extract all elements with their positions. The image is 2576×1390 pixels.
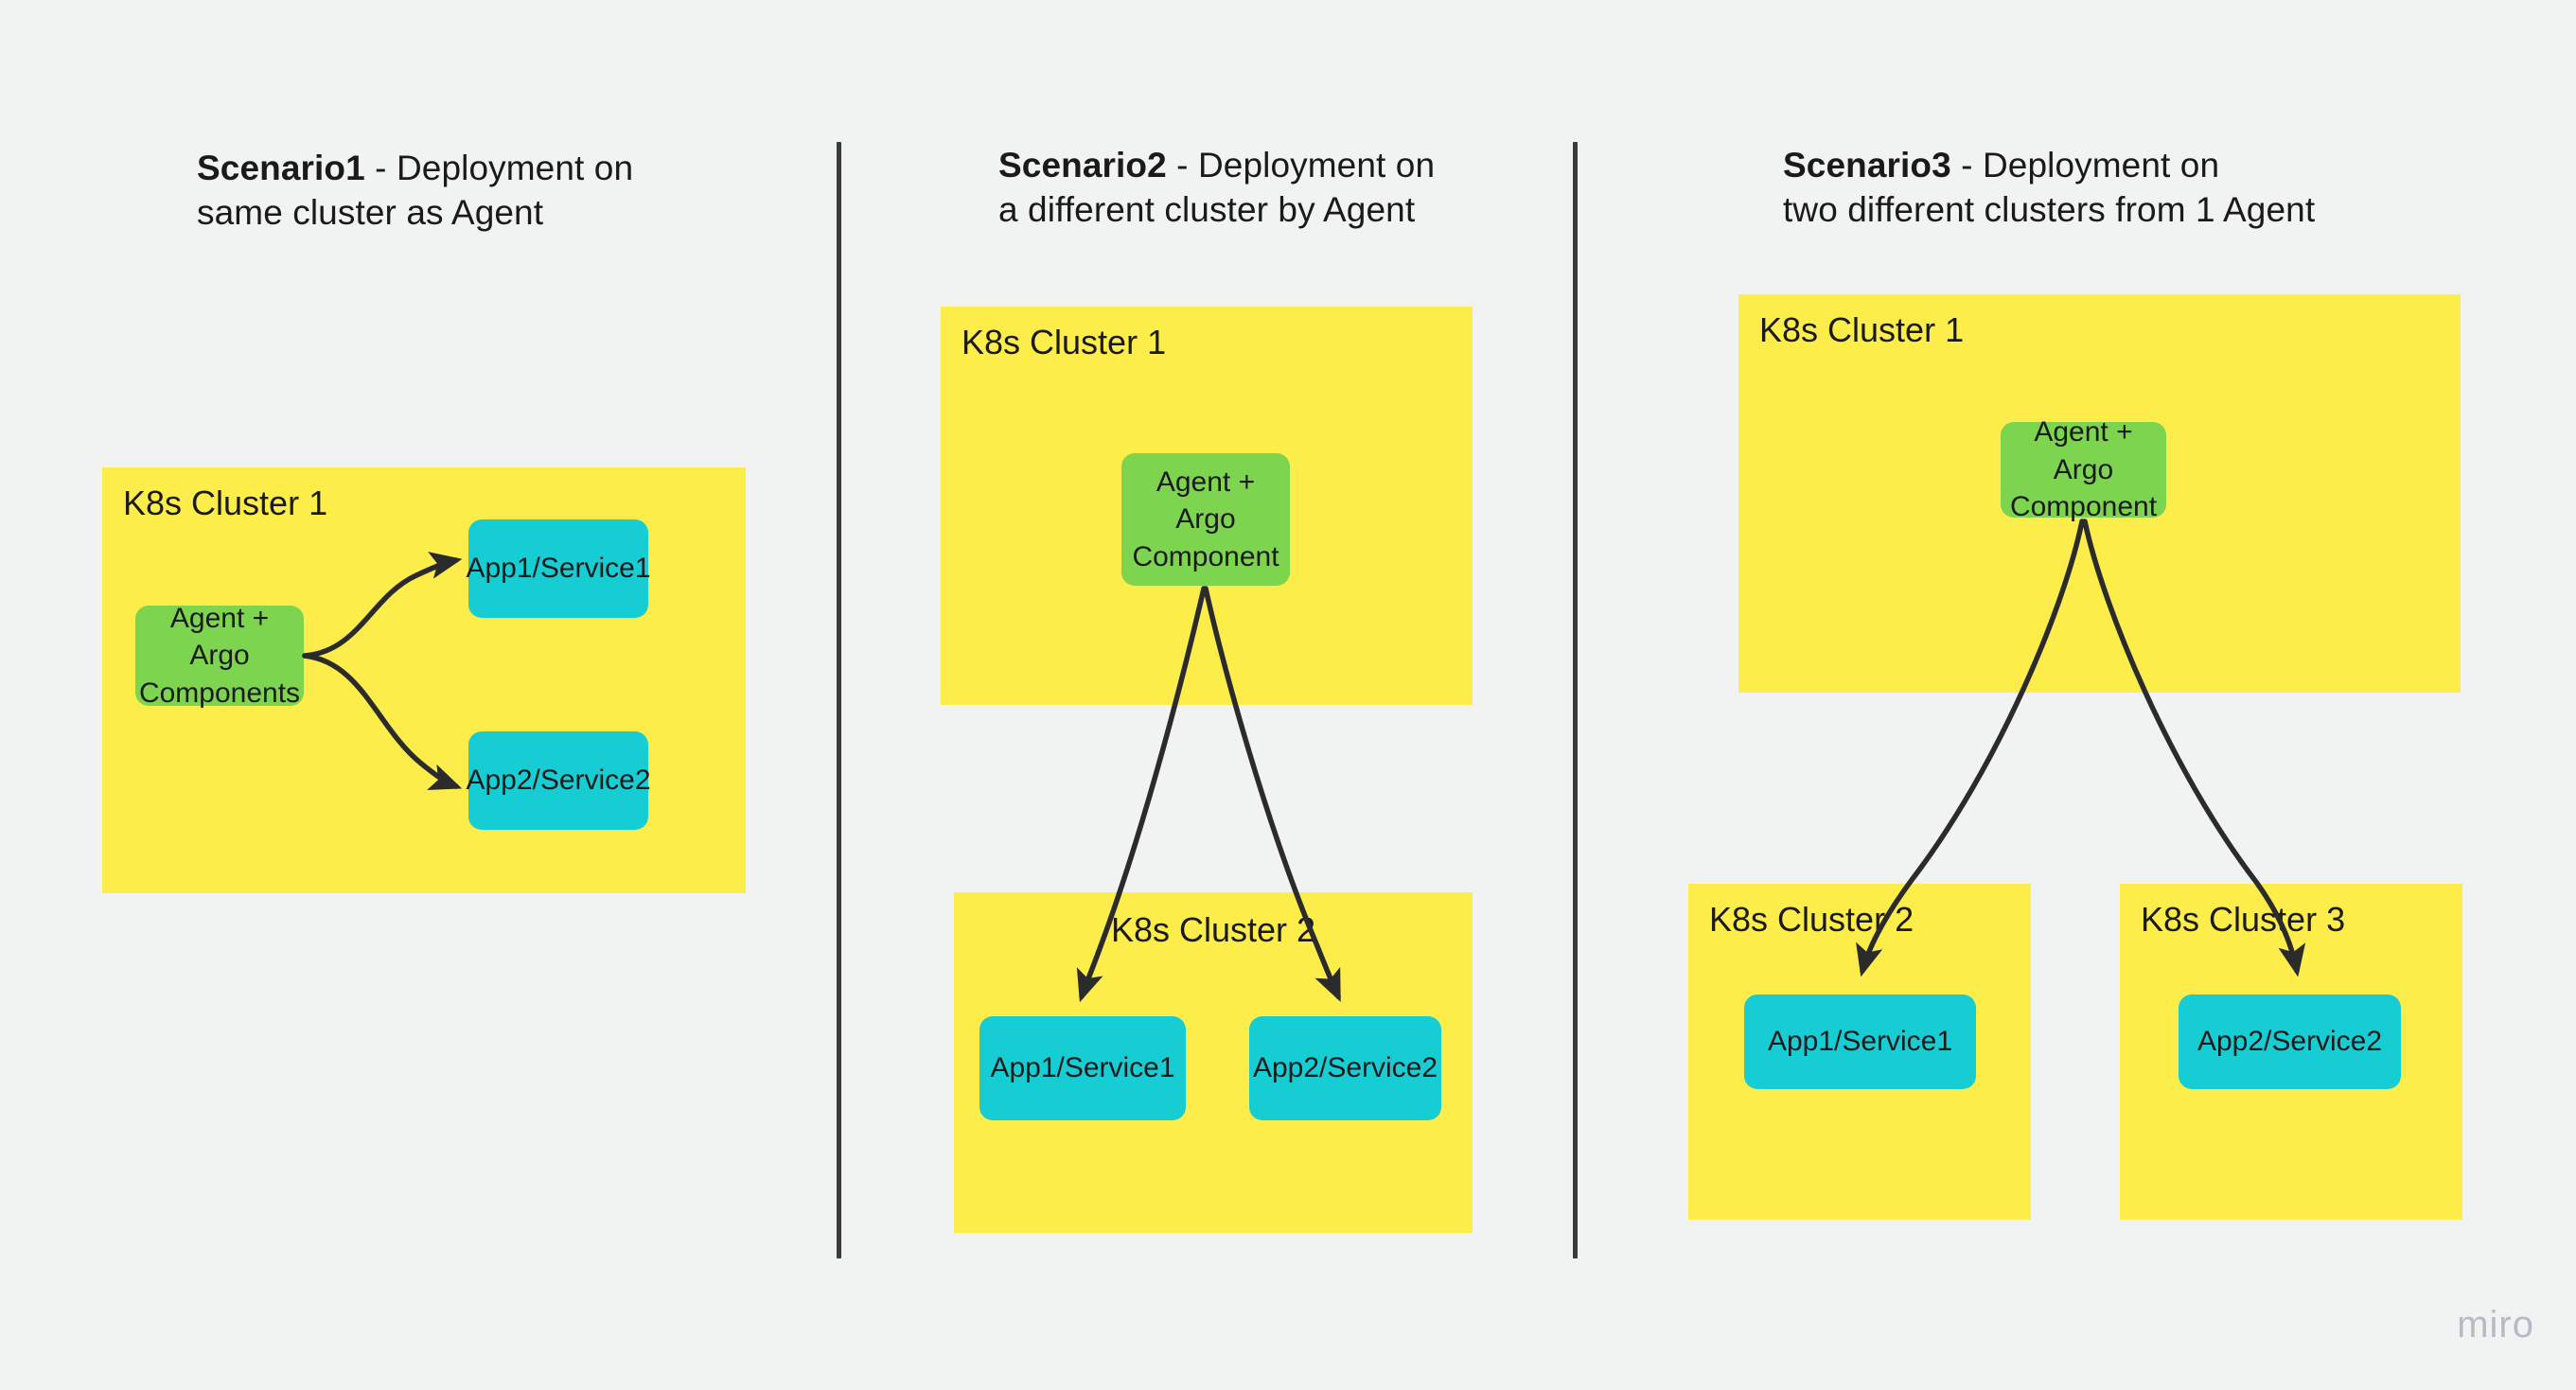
node-s3-agent[interactable]: Agent + Argo Component <box>2001 416 2166 522</box>
node-s2-app1[interactable]: App1/Service1 <box>979 1016 1186 1120</box>
node-s2-app2[interactable]: App2/Service2 <box>1249 1016 1441 1120</box>
scenario3-title-rest: - Deployment on two different clusters f… <box>1783 146 2316 229</box>
node-label-s3-agent: Agent + Argo Component <box>2009 416 2158 523</box>
node-label-s2-agent: Agent + Argo Component <box>1132 466 1279 572</box>
cluster-label-s1-cluster1: K8s Cluster 1 <box>123 484 328 522</box>
node-s1-agent[interactable]: Agent + Argo Components <box>135 603 304 709</box>
divider-scenario1-scenario2 <box>837 142 841 1258</box>
scenario1-title: Scenario1 - Deployment on same cluster a… <box>197 147 633 235</box>
node-label-s1-app2: App2/Service2 <box>466 765 651 797</box>
node-s1-app1[interactable]: App1/Service1 <box>466 519 651 618</box>
node-label-s1-app1: App1/Service1 <box>466 553 651 585</box>
cluster-label-s2-cluster1: K8s Cluster 1 <box>962 323 1167 361</box>
scenario1-title-strong: Scenario1 <box>197 149 365 187</box>
cluster-label-s2-cluster2: K8s Cluster 2 <box>1110 910 1316 949</box>
node-s3-app2[interactable]: App2/Service2 <box>2179 994 2401 1089</box>
cluster-label-s3-cluster1: K8s Cluster 1 <box>1759 310 1965 349</box>
node-s2-agent[interactable]: Agent + Argo Component <box>1121 453 1290 586</box>
scenario2-title-strong: Scenario2 <box>998 146 1167 185</box>
divider-scenario2-scenario3 <box>1573 142 1578 1258</box>
scenario2-title: Scenario2 - Deployment on a different cl… <box>998 144 1435 232</box>
cluster-label-s3-cluster3: K8s Cluster 3 <box>2141 900 2346 939</box>
miro-watermark: miro <box>2457 1304 2534 1346</box>
scenario1-title-rest: - Deployment on same cluster as Agent <box>197 149 634 232</box>
cluster-label-s3-cluster2: K8s Cluster 2 <box>1709 900 1914 939</box>
node-label-s3-app2: App2/Service2 <box>2197 1026 2383 1058</box>
node-s1-app2[interactable]: App2/Service2 <box>466 731 651 830</box>
scenario3-title-strong: Scenario3 <box>1783 146 1951 185</box>
node-label-s2-app1: App1/Service1 <box>990 1052 1175 1084</box>
node-label-s1-agent: Agent + Argo Components <box>138 602 301 709</box>
node-label-s3-app1: App1/Service1 <box>1767 1026 1953 1058</box>
scenario3-title: Scenario3 - Deployment on two different … <box>1783 144 2315 232</box>
node-s3-app1[interactable]: App1/Service1 <box>1744 994 1976 1089</box>
node-label-s2-app2: App2/Service2 <box>1252 1052 1438 1084</box>
scenario2-title-rest: - Deployment on a different cluster by A… <box>998 146 1436 229</box>
